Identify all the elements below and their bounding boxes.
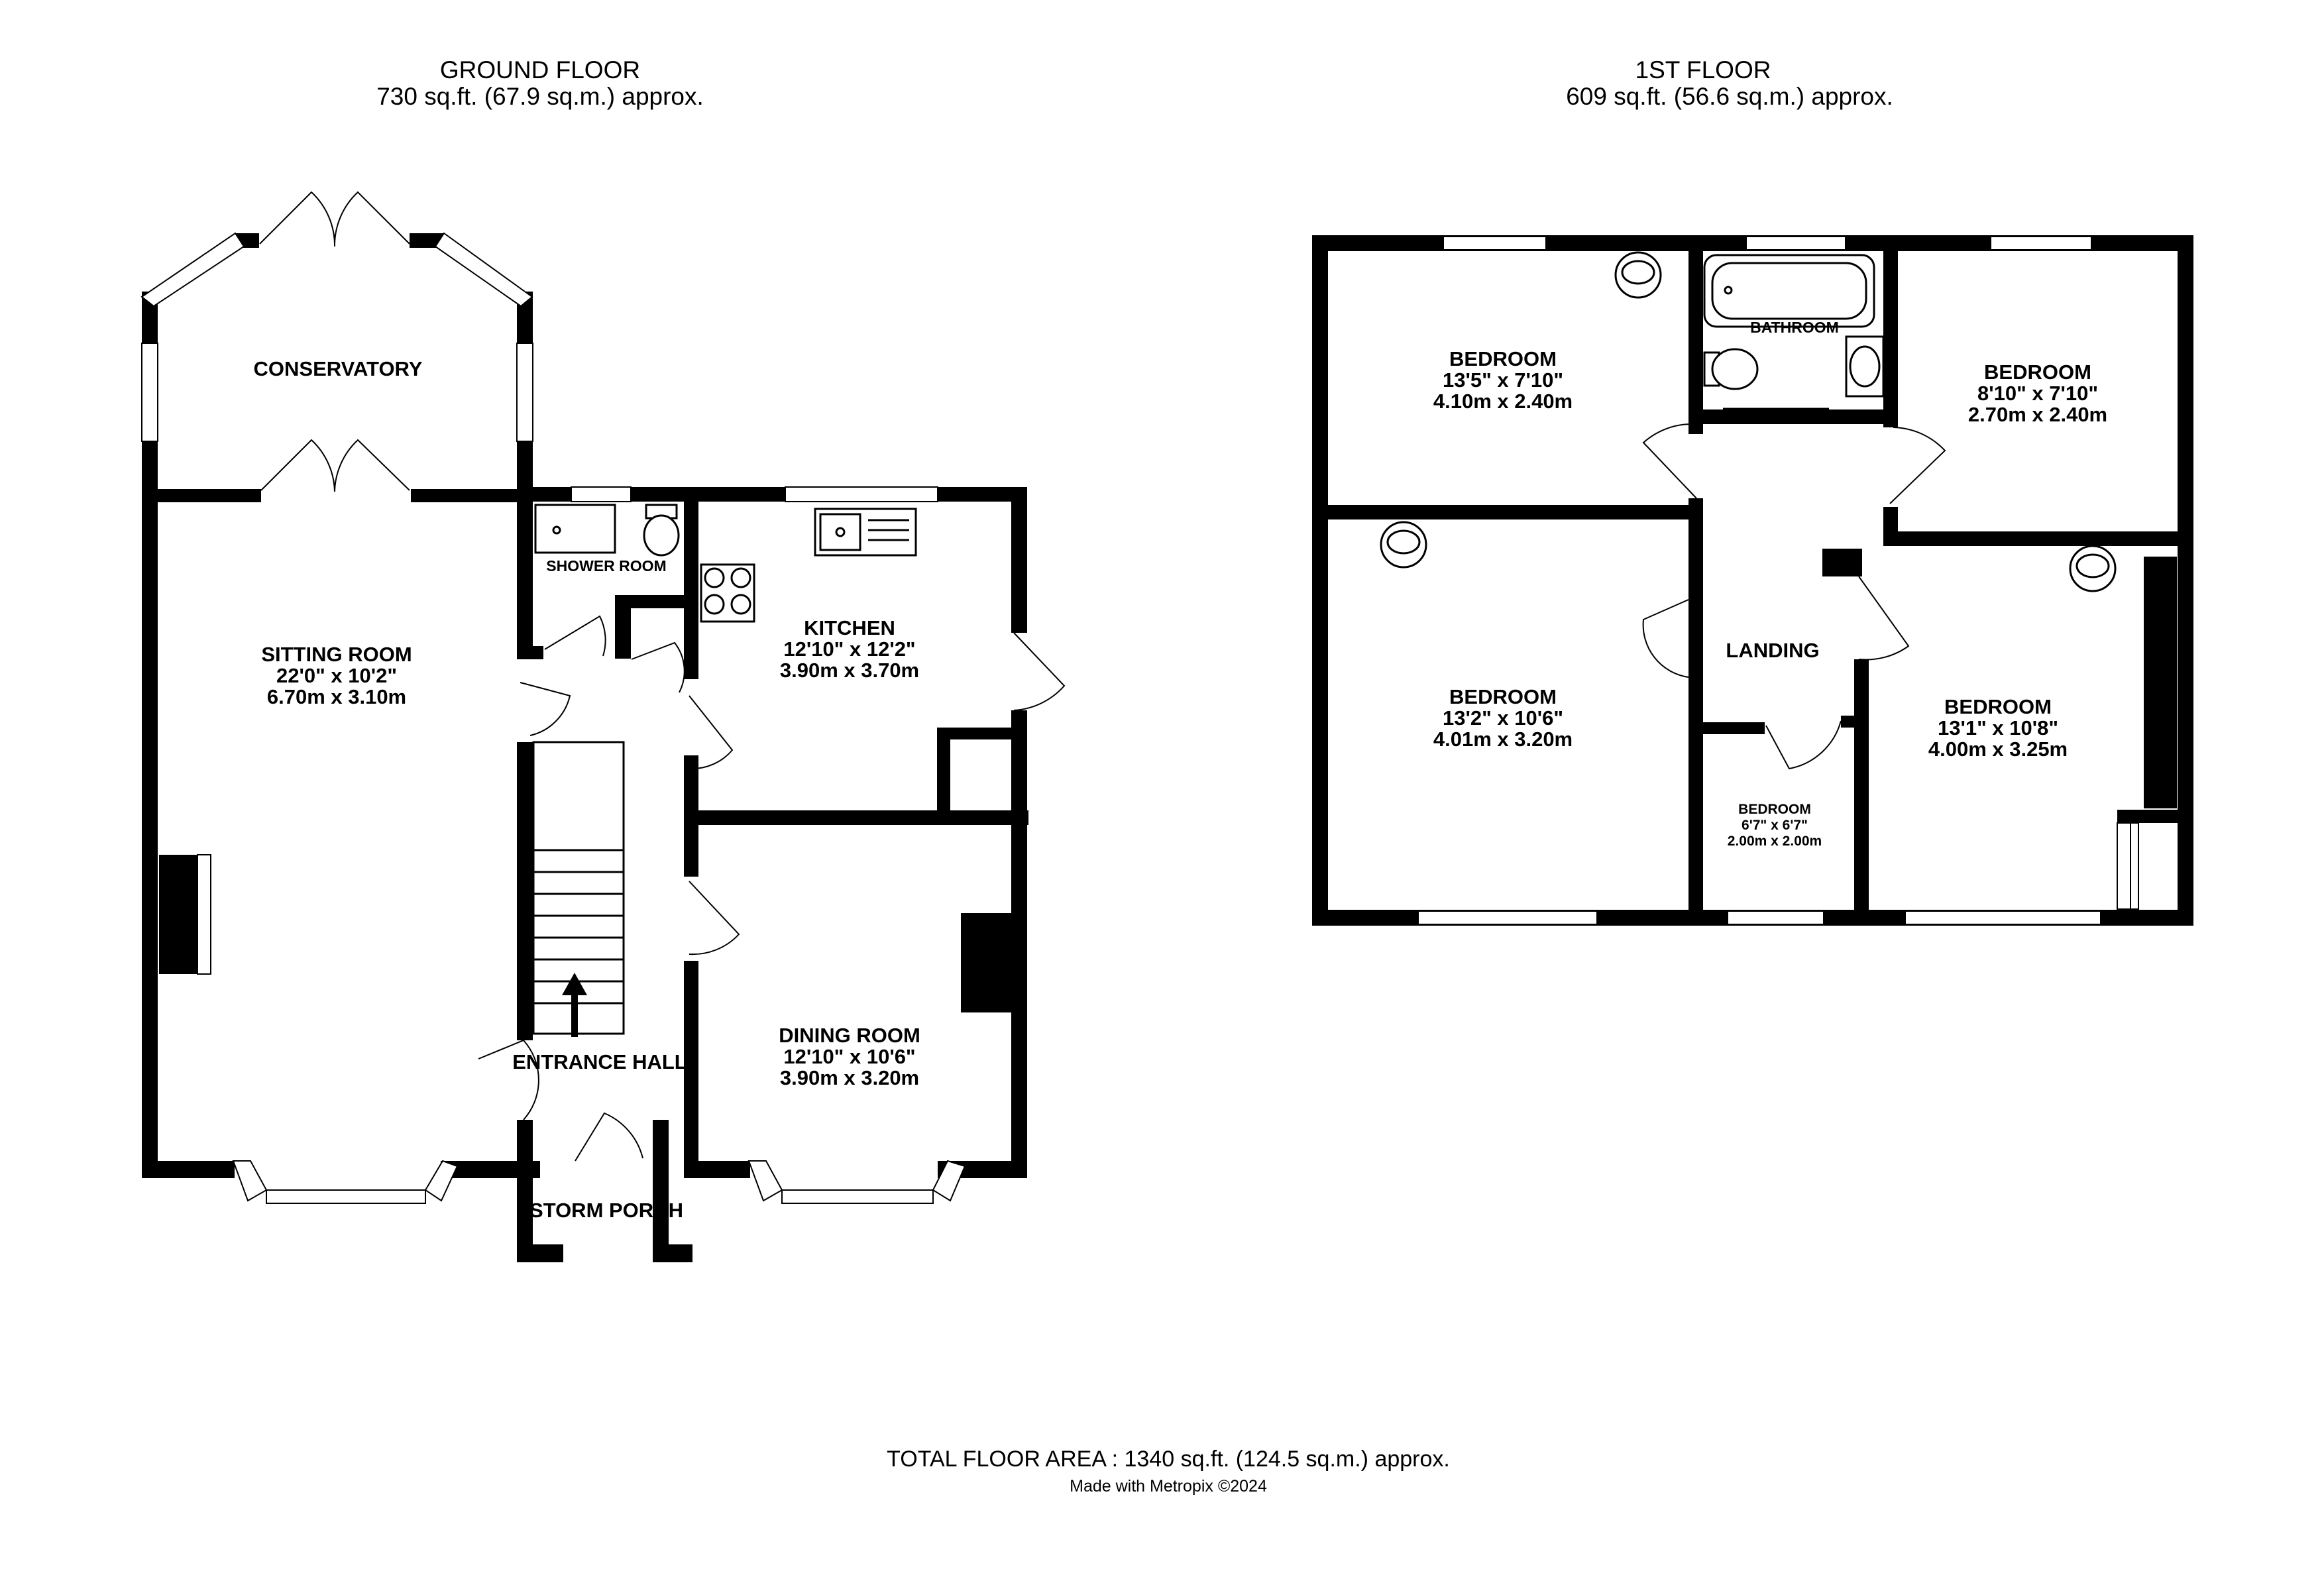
kitchen-metric: 3.90m x 3.70m xyxy=(780,659,919,682)
entrance-hall-name: ENTRANCE HALL xyxy=(512,1050,687,1073)
footer: TOTAL FLOOR AREA : 1340 sq.ft. (124.5 sq… xyxy=(887,1446,1450,1496)
kitchen-name: KITCHEN xyxy=(804,616,895,639)
label-kitchen: KITCHEN 12'10" x 12'2" 3.90m x 3.70m xyxy=(780,616,919,682)
label-sitting-room: SITTING ROOM 22'0" x 10'2" 6.70m x 3.10m xyxy=(261,643,412,708)
label-shower-room: SHOWER ROOM xyxy=(546,557,666,574)
dining-room-metric: 3.90m x 3.20m xyxy=(780,1066,919,1089)
label-bedroom-2: BEDROOM 8'10" x 7'10" 2.70m x 2.40m xyxy=(1968,360,2107,426)
landing-name: LANDING xyxy=(1726,639,1819,662)
bedroom-3-imperial: 13'2" x 10'6" xyxy=(1443,706,1563,730)
bedroom-1-imperial: 13'5" x 7'10" xyxy=(1443,368,1563,392)
ground-floor-walls xyxy=(142,486,1066,1262)
bedroom-3-metric: 4.01m x 3.20m xyxy=(1433,728,1573,751)
bedroom-5-name: BEDROOM xyxy=(1738,802,1811,817)
first-floor-walls xyxy=(1312,235,2193,926)
ground-floor-fixtures xyxy=(534,504,917,623)
label-dining-room: DINING ROOM 12'10" x 10'6" 3.90m x 3.20m xyxy=(779,1024,920,1089)
bedroom-2-imperial: 8'10" x 7'10" xyxy=(1977,382,2098,405)
label-bedroom-4: BEDROOM 13'1" x 10'8" 4.00m x 3.25m xyxy=(1928,695,2068,761)
credit-text: Made with Metropix ©2024 xyxy=(1070,1477,1267,1496)
ground-floor-heading: GROUND FLOOR 730 sq.ft. (67.9 sq.m.) app… xyxy=(376,56,704,110)
bedroom-4-metric: 4.00m x 3.25m xyxy=(1928,737,2068,761)
staircase xyxy=(532,741,625,1037)
bedroom-1-metric: 4.10m x 2.40m xyxy=(1433,390,1573,413)
kitchen-imperial: 12'10" x 12'2" xyxy=(783,637,915,661)
bedroom-2-metric: 2.70m x 2.40m xyxy=(1968,403,2107,426)
label-bedroom-5: BEDROOM 6'7" x 6'7" 2.00m x 2.00m xyxy=(1728,802,1822,849)
bedroom-2-name: BEDROOM xyxy=(1984,360,2091,384)
bedroom-4-name: BEDROOM xyxy=(1944,695,2052,718)
total-floor-area: TOTAL FLOOR AREA : 1340 sq.ft. (124.5 sq… xyxy=(887,1446,1450,1472)
ground-floor-title: GROUND FLOOR xyxy=(440,56,640,83)
conservatory-walls xyxy=(140,191,533,502)
dining-room-name: DINING ROOM xyxy=(779,1024,920,1047)
label-bathroom: BATHROOM xyxy=(1750,319,1839,336)
label-entrance-hall: ENTRANCE HALL xyxy=(512,1050,687,1073)
label-landing: LANDING xyxy=(1726,639,1819,662)
sitting-room-name: SITTING ROOM xyxy=(261,643,412,666)
shower-room-name: SHOWER ROOM xyxy=(546,557,666,574)
label-bedroom-1: BEDROOM 13'5" x 7'10" 4.10m x 2.40m xyxy=(1433,347,1573,413)
first-floor-fixtures xyxy=(1380,251,2117,592)
bedroom-3-name: BEDROOM xyxy=(1449,685,1557,708)
dining-room-imperial: 12'10" x 10'6" xyxy=(783,1045,915,1068)
first-floor-plan: BEDROOM 13'5" x 7'10" 4.10m x 2.40m BATH… xyxy=(1312,235,2193,926)
first-floor-heading: 1ST FLOOR 609 sq.ft. (56.6 sq.m.) approx… xyxy=(1566,56,1893,110)
bedroom-4-imperial: 13'1" x 10'8" xyxy=(1938,716,2058,739)
bedroom-5-metric: 2.00m x 2.00m xyxy=(1728,834,1822,849)
conservatory-name: CONSERVATORY xyxy=(254,357,423,380)
label-storm-porch: STORM PORCH xyxy=(529,1199,683,1222)
bathroom-name: BATHROOM xyxy=(1750,319,1839,336)
ground-floor-plan: CONSERVATORY SITTING ROOM 22'0" x 10'2" … xyxy=(140,191,1066,1262)
storm-porch-name: STORM PORCH xyxy=(529,1199,683,1222)
ground-floor-area: 730 sq.ft. (67.9 sq.m.) approx. xyxy=(376,83,704,110)
bedroom-5-imperial: 6'7" x 6'7" xyxy=(1742,818,1808,833)
label-bedroom-3: BEDROOM 13'2" x 10'6" 4.01m x 3.20m xyxy=(1433,685,1573,751)
bedroom-1-name: BEDROOM xyxy=(1449,347,1557,370)
sitting-room-metric: 6.70m x 3.10m xyxy=(267,685,406,708)
sitting-room-imperial: 22'0" x 10'2" xyxy=(276,664,397,687)
first-floor-area: 609 sq.ft. (56.6 sq.m.) approx. xyxy=(1566,83,1893,110)
label-conservatory: CONSERVATORY xyxy=(254,357,423,380)
first-floor-title: 1ST FLOOR xyxy=(1635,56,1771,83)
